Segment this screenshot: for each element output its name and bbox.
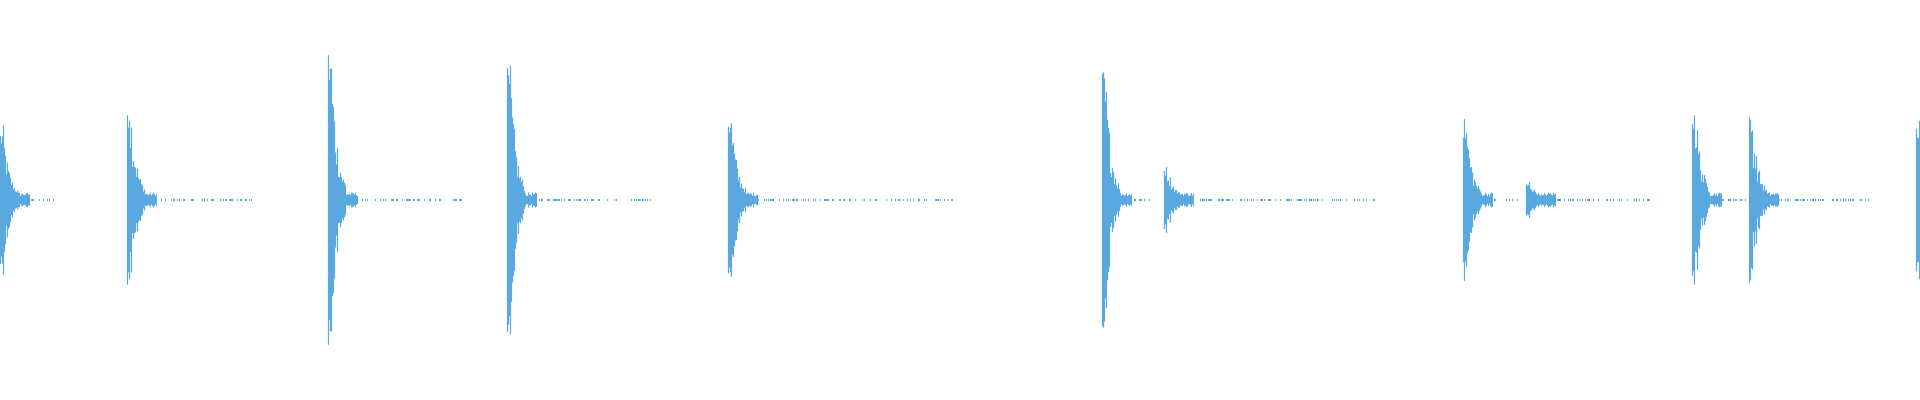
waveform-lines (0, 55, 1920, 345)
